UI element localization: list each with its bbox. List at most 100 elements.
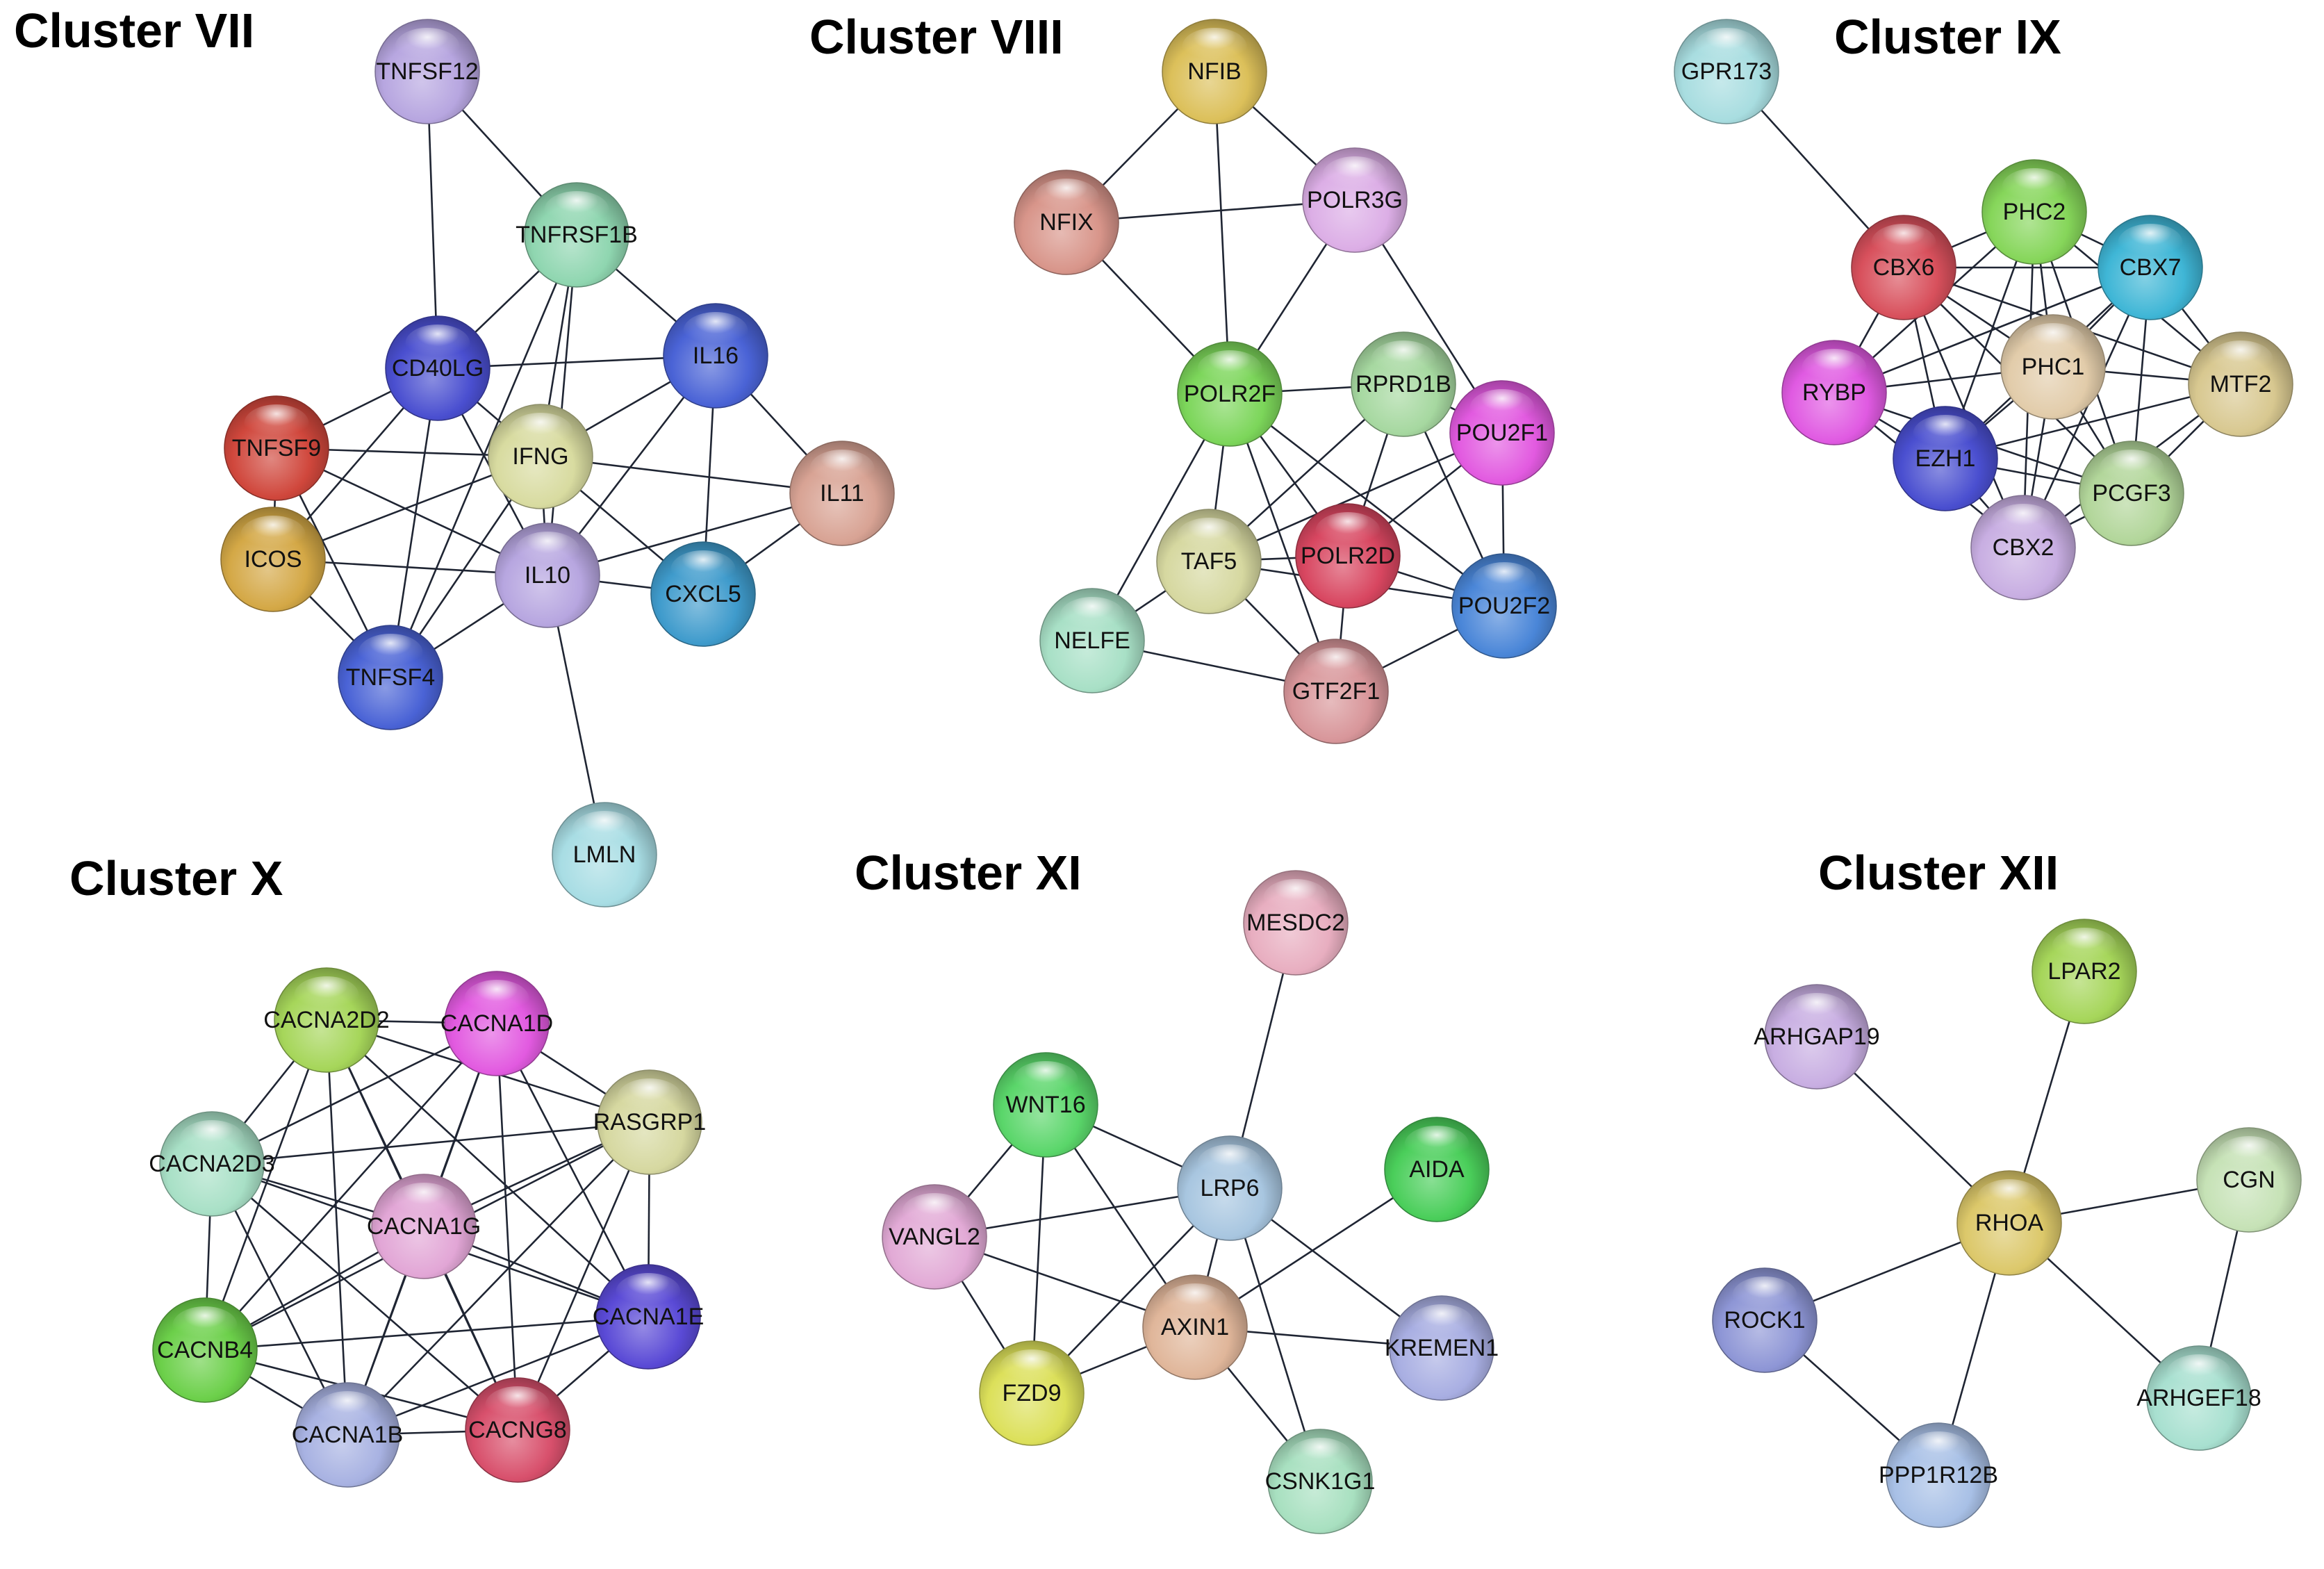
node-nelfe: NELFE xyxy=(1039,588,1145,693)
node-gloss-taf5 xyxy=(1176,518,1242,555)
node-rock1: ROCK1 xyxy=(1712,1267,1818,1373)
node-gloss-fzd9 xyxy=(999,1349,1064,1387)
node-gloss-kremen1 xyxy=(1409,1304,1474,1342)
edge-rasgrp1-cacng8 xyxy=(516,1122,651,1431)
edge-pou2f1-taf5 xyxy=(1208,432,1503,563)
node-cacna2d2: CACNA2D2 xyxy=(263,967,390,1073)
node-gloss-phc1 xyxy=(2020,323,2086,361)
node-gloss-tnfsf12 xyxy=(395,28,460,65)
node-gloss-cbx2 xyxy=(1991,504,2056,541)
node-gloss-nfib xyxy=(1182,28,1247,65)
node-gloss-ifng xyxy=(508,413,573,450)
node-gloss-ezh1 xyxy=(1913,415,1978,452)
node-label-cd40lg: CD40LG xyxy=(392,355,484,381)
node-label-cacna1b: CACNA1B xyxy=(292,1422,404,1448)
node-gloss-polr2d xyxy=(1315,512,1381,550)
node-gloss-rybp xyxy=(1802,349,1867,386)
node-label-cacna1g: CACNA1G xyxy=(367,1213,481,1240)
titles-layer: Cluster VII Cluster VIII Cluster IX Clus… xyxy=(14,3,2061,905)
node-label-nelfe: NELFE xyxy=(1054,627,1130,654)
node-label-lrp6: LRP6 xyxy=(1200,1175,1259,1201)
node-gloss-cacna1b xyxy=(315,1391,380,1429)
node-gloss-csnk1g1 xyxy=(1287,1438,1353,1475)
node-gloss-rhoa xyxy=(1977,1179,2042,1217)
node-rprd1b: RPRD1B xyxy=(1351,331,1456,437)
cluster-title-x: Cluster X xyxy=(69,851,283,905)
edge-cacna1d-cacnb4 xyxy=(204,1023,497,1351)
node-label-rprd1b: RPRD1B xyxy=(1355,371,1451,397)
node-gloss-vangl2 xyxy=(902,1193,967,1231)
edge-cacna1d-cacna2d3 xyxy=(211,1022,497,1165)
node-label-fzd9: FZD9 xyxy=(1003,1380,1062,1406)
node-pou2f2: POU2F2 xyxy=(1451,553,1557,659)
node-csnk1g1: CSNK1G1 xyxy=(1265,1429,1376,1534)
edge-cacna1e-cacna1b xyxy=(347,1315,649,1436)
node-label-csnk1g1: CSNK1G1 xyxy=(1265,1468,1376,1495)
node-label-axin1: AXIN1 xyxy=(1161,1314,1229,1340)
node-label-rybp: RYBP xyxy=(1802,379,1866,406)
node-axin1: AXIN1 xyxy=(1142,1274,1248,1380)
edge-cacna2d2-cacna1b xyxy=(325,1019,349,1436)
node-gloss-cacna2d3 xyxy=(179,1120,245,1158)
node-gloss-cxcl5 xyxy=(670,550,736,588)
node-label-arhgap19: ARHGAP19 xyxy=(1754,1024,1879,1050)
node-label-taf5: TAF5 xyxy=(1181,548,1237,575)
node-vangl2: VANGL2 xyxy=(882,1184,987,1290)
node-il10: IL10 xyxy=(495,523,600,628)
edge-cacna2d3-cacng8 xyxy=(211,1163,518,1431)
node-polr2d: POLR2D xyxy=(1295,503,1401,609)
node-cd40lg: CD40LG xyxy=(385,315,491,421)
node-label-cacna1e: CACNA1E xyxy=(593,1304,704,1330)
node-gloss-cacna2d2 xyxy=(294,976,359,1014)
node-cxcl5: CXCL5 xyxy=(650,541,756,647)
node-gloss-lmln xyxy=(572,811,637,848)
node-gloss-polr3g xyxy=(1322,156,1387,194)
node-cacna2d3: CACNA2D3 xyxy=(149,1111,275,1217)
node-label-cgn: CGN xyxy=(2223,1167,2275,1193)
edge-polr2f-gtf2f1 xyxy=(1228,393,1337,692)
node-label-aida: AIDA xyxy=(1409,1156,1465,1183)
node-label-il11: IL11 xyxy=(820,480,864,507)
node-label-gtf2f1: GTF2F1 xyxy=(1292,678,1381,705)
node-kremen1: KREMEN1 xyxy=(1385,1295,1499,1401)
node-label-rock1: ROCK1 xyxy=(1724,1307,1805,1333)
node-label-il16: IL16 xyxy=(693,343,739,369)
node-gloss-il10 xyxy=(515,532,580,569)
node-label-rasgrp1: RASGRP1 xyxy=(593,1109,707,1135)
node-pou2f1: POU2F1 xyxy=(1449,380,1555,486)
node-il11: IL11 xyxy=(789,441,895,546)
node-label-il10: IL10 xyxy=(525,562,570,589)
node-gloss-cacnb4 xyxy=(172,1306,238,1344)
node-gloss-pou2f2 xyxy=(1472,562,1537,600)
node-polr3g: POLR3G xyxy=(1302,147,1408,253)
node-label-lmln: LMLN xyxy=(573,841,636,868)
node-label-pcgf3: PCGF3 xyxy=(2092,480,2170,507)
node-gloss-polr2f xyxy=(1197,350,1262,388)
node-arhgef18: ARHGEF18 xyxy=(2136,1345,2261,1451)
node-mesdc2: MESDC2 xyxy=(1243,870,1349,976)
node-cacnb4: CACNB4 xyxy=(152,1297,258,1403)
node-gloss-ppp1r12b xyxy=(1906,1431,1971,1469)
node-tnfrsf1b: TNFRSF1B xyxy=(516,182,638,288)
node-phc2: PHC2 xyxy=(1981,159,2087,265)
node-gloss-icos xyxy=(240,516,306,553)
node-label-rhoa: RHOA xyxy=(1975,1210,2044,1236)
node-label-ppp1r12b: PPP1R12B xyxy=(1879,1462,1998,1488)
node-label-tnfrsf1b: TNFRSF1B xyxy=(516,222,638,248)
node-tnfsf12: TNFSF12 xyxy=(374,19,480,124)
cluster-title-vii: Cluster VII xyxy=(14,3,254,58)
node-label-cbx6: CBX6 xyxy=(1873,254,1935,281)
node-cacna1g: CACNA1G xyxy=(367,1174,481,1279)
node-label-ezh1: EZH1 xyxy=(1915,445,1976,472)
node-label-mesdc2: MESDC2 xyxy=(1246,910,1345,936)
node-label-polr2d: POLR2D xyxy=(1301,543,1395,569)
node-label-polr3g: POLR3G xyxy=(1307,187,1403,213)
node-gloss-wnt16 xyxy=(1013,1061,1078,1099)
node-tnfsf4: TNFSF4 xyxy=(338,625,443,730)
node-label-mtf2: MTF2 xyxy=(2210,371,2272,397)
edge-cacna1d-cacng8 xyxy=(495,1023,519,1431)
node-tnfsf9: TNFSF9 xyxy=(224,395,329,501)
node-arhgap19: ARHGAP19 xyxy=(1754,984,1880,1090)
node-gpr173: GPR173 xyxy=(1674,19,1779,124)
